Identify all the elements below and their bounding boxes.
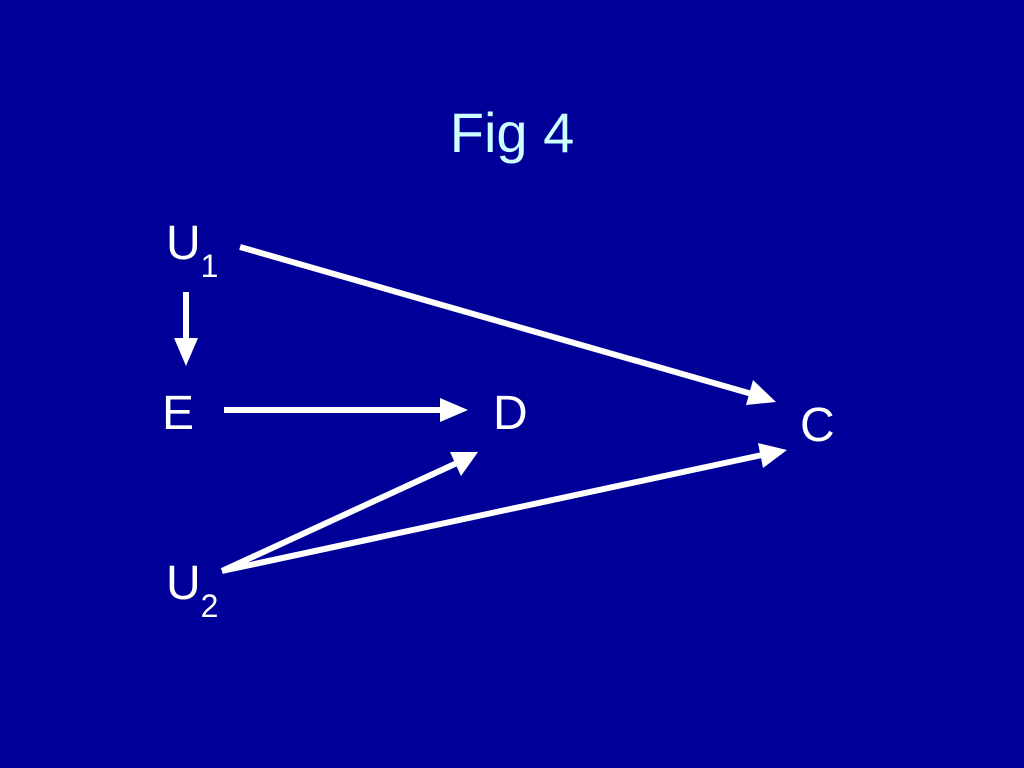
- edge-u1-to-e: [174, 292, 198, 366]
- node-e-letter: E: [162, 387, 195, 440]
- node-u1-letter: U: [166, 217, 201, 270]
- node-c: C: [800, 398, 835, 454]
- edge-e-to-d: [224, 398, 468, 422]
- edge-u2-to-c: [221, 443, 787, 574]
- edge-u1-to-c: [239, 244, 776, 405]
- node-c-letter: C: [800, 399, 835, 452]
- node-d: D: [493, 386, 528, 442]
- node-d-letter: D: [493, 387, 528, 440]
- node-u1-subscript: 1: [200, 248, 219, 284]
- node-e: E: [162, 386, 194, 442]
- node-u2: U2: [166, 556, 218, 624]
- slide-title: Fig 4: [449, 101, 575, 164]
- edge-u2-to-d: [220, 452, 478, 574]
- node-u2-letter: U: [166, 557, 201, 610]
- node-u2-subscript: 2: [200, 588, 219, 624]
- node-u1: U1: [166, 216, 218, 284]
